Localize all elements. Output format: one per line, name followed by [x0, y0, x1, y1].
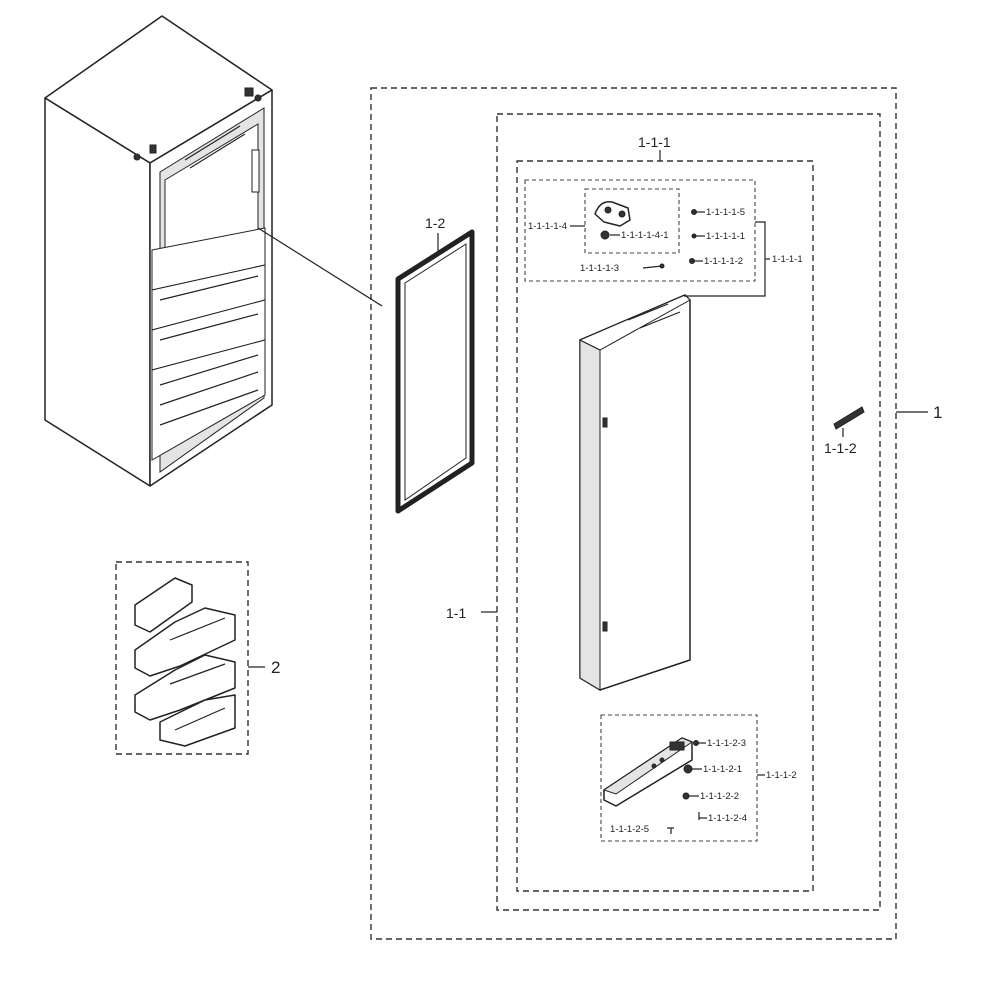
label-1-1-1-1-5: 1-1-1-1-5: [706, 207, 745, 218]
group-1-1-1-1-4-boundary: [584, 188, 680, 254]
group-1-1-1-2-boundary: [600, 714, 758, 842]
label-1-1-1-2-1: 1-1-1-2-1: [703, 764, 742, 775]
door-gasket: [395, 229, 475, 514]
part-1-1-1-2-2: [682, 792, 699, 800]
group-1-1-1-1-boundary: [524, 179, 756, 282]
group-2-door-bins: [115, 561, 249, 755]
group-1-1-boundary: [496, 113, 881, 911]
label-1-2: 1-2: [425, 215, 445, 231]
refrigerator-cabinet: [44, 15, 273, 487]
part-1-1-2: [833, 406, 865, 437]
label-1-1-1-1-1: 1-1-1-1-1: [706, 231, 745, 242]
screw-1-1-1-1-5: [691, 209, 705, 215]
label-1-1-1: 1-1-1: [638, 134, 671, 150]
part-1-1-1-2-1: [683, 764, 702, 774]
label-1-1-1-1-4-1: 1-1-1-1-4-1: [621, 230, 669, 241]
bottom-hinge-bracket: [602, 737, 694, 807]
label-1-1-1-1-3: 1-1-1-1-3: [580, 263, 619, 274]
hinge-bracket: [594, 201, 631, 227]
label-1-1-1-1-2: 1-1-1-1-2: [704, 256, 743, 267]
refrigerator-door: [578, 294, 691, 691]
group-1-boundary: [370, 87, 897, 940]
label-1-1-1-1-4: 1-1-1-1-4: [528, 221, 567, 232]
label-1-1-1-2-5: 1-1-1-2-5: [610, 824, 649, 835]
label-1-1-2: 1-1-2: [824, 440, 857, 456]
label-1-1: 1-1: [446, 605, 466, 621]
part-1-1-1-1-4-1: [600, 230, 610, 240]
label-2: 2: [271, 658, 280, 677]
label-1-1-1-2-4: 1-1-1-2-4: [708, 813, 747, 824]
label-1-1-1-2-2: 1-1-1-2-2: [700, 791, 739, 802]
screw-1-1-1-1-1: [691, 233, 705, 239]
label-1-1-1-2: 1-1-1-2: [766, 770, 797, 781]
label-1: 1: [933, 403, 942, 422]
screw-1-1-1-1-2: [689, 258, 703, 264]
part-1-1-1-2-4: [698, 812, 707, 820]
group-1-1-1-boundary: [516, 160, 814, 892]
part-1-1-1-2-3: [693, 740, 706, 746]
leader-cabinet-to-gasket: [257, 227, 383, 307]
part-1-1-1-2-5: [667, 827, 674, 834]
label-1-1-1-1: 1-1-1-1: [772, 254, 803, 265]
label-1-1-1-2-3: 1-1-1-2-3: [707, 738, 746, 749]
screw-1-1-1-1-3: [642, 263, 665, 269]
